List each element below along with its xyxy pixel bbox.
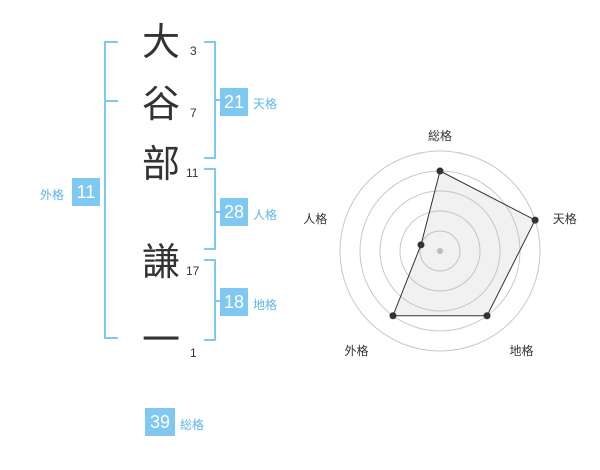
radar-point-4: [417, 241, 425, 249]
name-char-1: 大: [141, 20, 180, 64]
gaikaku-label: 外格: [40, 188, 65, 202]
stroke-count-3: 11: [186, 166, 199, 180]
radar-ring-2: [399, 210, 481, 292]
tenkaku-label: 天格: [253, 97, 278, 111]
tenkaku-value-badge: 21: [220, 88, 248, 116]
name-char-2: 谷: [141, 82, 180, 126]
stroke-count-5: 1: [190, 346, 197, 360]
radar-point-2: [483, 312, 491, 320]
name-char-3: 部: [141, 142, 180, 186]
radar-point-3: [389, 312, 397, 320]
radar-ring-5: [339, 150, 541, 352]
stroke-count-2: 7: [190, 106, 197, 120]
radar-axis-label-1: 天格: [552, 211, 577, 226]
radar-data-polygon: [392, 170, 536, 317]
radar-point-0: [436, 167, 444, 175]
radar-axis-label-3: 外格: [344, 344, 369, 359]
chikaku-label: 地格: [253, 298, 278, 312]
gaikaku-value-badge: 11: [72, 178, 100, 206]
name-char-4: 謙: [141, 240, 180, 284]
radar-center-dot: [437, 248, 443, 254]
stroke-count-1: 3: [190, 44, 197, 58]
radar-ring-3: [379, 190, 501, 312]
jinkaku-label: 人格: [253, 208, 278, 222]
radar-axis-label-2: 地格: [509, 344, 534, 359]
name-char-5: 一: [141, 318, 180, 362]
radar-axis-label-0: 総格: [428, 129, 453, 143]
chikaku-value-badge: 18: [220, 288, 248, 316]
soukaku-label: 総格: [180, 418, 205, 432]
soukaku-value-badge: 39: [145, 408, 175, 436]
radar-ring-4: [359, 170, 521, 332]
radar-axis-label-4: 人格: [303, 211, 328, 226]
stroke-count-4: 17: [186, 264, 200, 278]
radar-point-1: [531, 216, 539, 224]
jinkaku-value-badge: 28: [220, 198, 248, 226]
radar-ring-1: [419, 230, 461, 272]
